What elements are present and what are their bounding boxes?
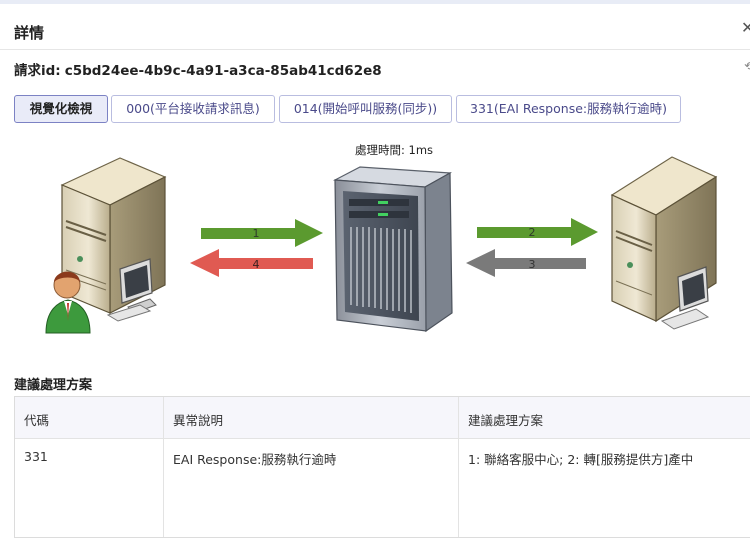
request-id-label: 請求id: <box>14 63 61 79</box>
backend-computer-icon <box>610 156 718 330</box>
flow-diagram: 處理時間: 1ms 1 4 2 3 <box>0 135 750 370</box>
dialog-title: 詳情 <box>14 24 45 42</box>
column-divider <box>163 397 164 537</box>
arrow-1-label: 1 <box>253 227 260 240</box>
top-strip <box>0 0 750 4</box>
processing-time: 處理時間: 1ms <box>355 143 433 157</box>
arrow-1 <box>201 219 323 247</box>
header-error-description: 異常說明 <box>173 413 224 428</box>
tab-visual-view[interactable]: 視覺化檢視 <box>14 95 108 123</box>
arrow-4 <box>190 249 313 277</box>
dialog-header: 詳情 ✕ <box>0 4 750 50</box>
arrow-2 <box>477 218 598 246</box>
server-drive-bays <box>350 227 412 313</box>
tab-331[interactable]: 331(EAI Response:服務執行逾時) <box>456 95 681 123</box>
header-code: 代碼 <box>24 413 50 428</box>
request-id-value: c5bd24ee-4b9c-4a91-a3ca-85ab41cd62e8 <box>64 63 382 79</box>
close-icon[interactable]: ✕ <box>741 18 750 37</box>
table-header <box>15 397 750 439</box>
arrow-2-label: 2 <box>529 226 536 239</box>
cell-error-description: EAI Response:服務執行逾時 <box>173 452 337 467</box>
tab-014[interactable]: 014(開始呼叫服務(同步)) <box>279 95 452 123</box>
suggestion-section-title: 建議處理方案 <box>14 378 93 393</box>
request-id-line: 請求id:c5bd24ee-4b9c-4a91-a3ca-85ab41cd62e… <box>14 59 382 79</box>
cell-code: 331 <box>24 449 48 464</box>
refresh-icon[interactable]: ⟲ <box>744 59 750 73</box>
suggestion-table: 代碼 異常說明 建議處理方案 331 EAI Response:服務執行逾時 1… <box>14 396 750 538</box>
arrow-3-label: 3 <box>529 258 536 271</box>
cell-suggested-action: 1: 聯絡客服中心; 2: 轉[服務提供方]產中 <box>468 452 694 467</box>
arrow-3 <box>466 249 586 277</box>
arrow-4-label: 4 <box>253 258 260 271</box>
tab-000[interactable]: 000(平台接收請求訊息) <box>111 95 275 123</box>
flow-diagram-svg: 處理時間: 1ms 1 4 2 3 <box>45 143 718 334</box>
column-divider <box>458 397 459 537</box>
client-computer-icon <box>45 157 167 334</box>
header-suggested-action: 建議處理方案 <box>468 413 544 428</box>
